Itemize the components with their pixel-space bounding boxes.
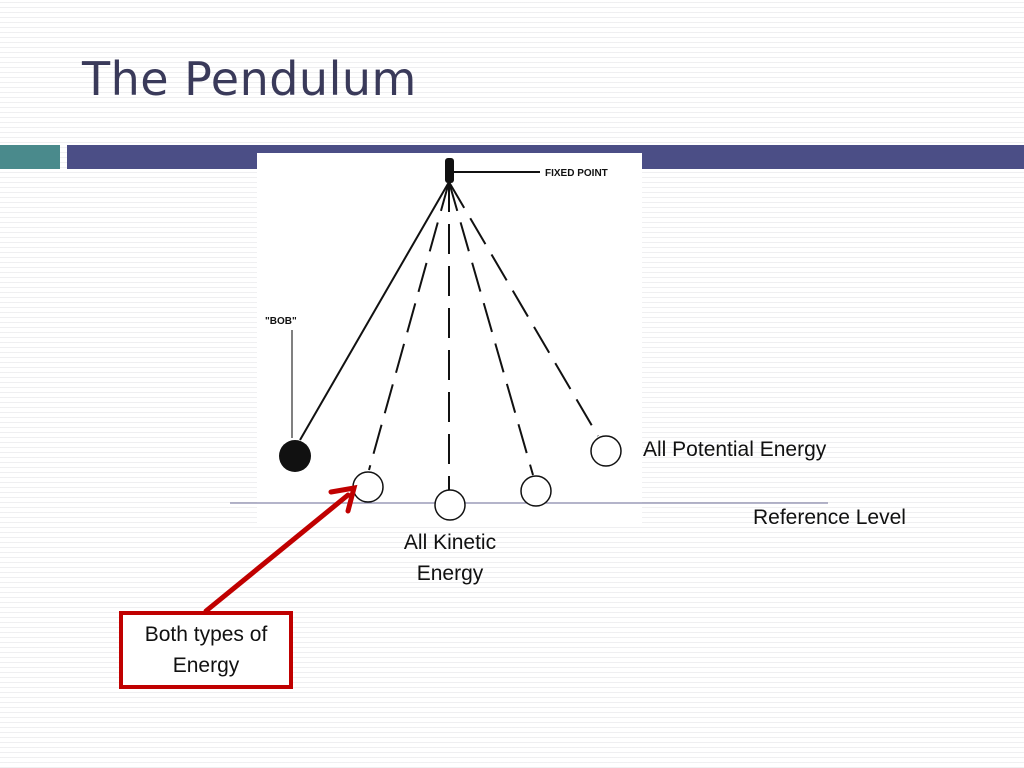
reference-level-label: Reference Level: [753, 506, 906, 529]
all-kinetic-energy-label: All Kinetic Energy: [380, 527, 520, 589]
pendulum-bob: [279, 440, 311, 472]
bob-position-4: [590, 435, 622, 467]
fixed-point-label: FIXED POINT: [545, 168, 608, 179]
bob-label: "BOB": [265, 316, 297, 327]
all-kinetic-energy-line1: All Kinetic: [403, 531, 497, 554]
pendulum-string-dashed-1: [368, 181, 450, 471]
fixed-point-mount: [445, 158, 454, 183]
both-types-energy-label: Both types of Energy: [144, 623, 268, 677]
slide-title: The Pendulum: [82, 52, 417, 106]
bob-position-2: [434, 489, 466, 521]
both-types-arrow-head: [328, 484, 358, 514]
both-types-arrow-shaft: [203, 492, 351, 614]
pendulum-string-dashed-4: [448, 181, 599, 437]
both-types-energy-box: Both types of Energy: [119, 611, 293, 689]
all-potential-energy-label: All Potential Energy: [643, 438, 827, 461]
bob-position-1: [352, 471, 384, 503]
all-kinetic-energy-line2: Energy: [416, 562, 484, 585]
bob-position-3: [520, 475, 552, 507]
pendulum-string-solid: [299, 181, 450, 441]
pendulum-string-dashed-3: [448, 181, 534, 476]
title-underline-teal-bar: [0, 145, 60, 169]
